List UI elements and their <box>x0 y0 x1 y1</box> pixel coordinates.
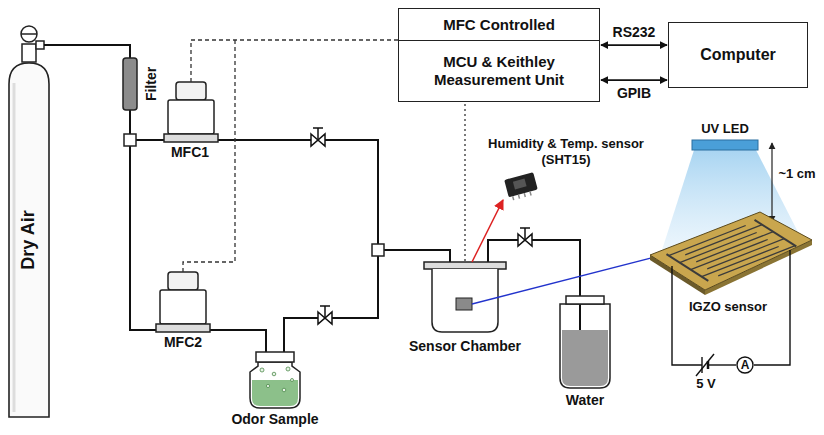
node-text: MCU & Keithley Measurement Unit <box>408 53 590 89</box>
node-text: A <box>741 359 750 371</box>
dimension-line <box>771 143 772 222</box>
filter-symbol <box>123 58 137 110</box>
electrode-bus <box>755 220 797 247</box>
ammeter-symbol: A <box>736 356 754 374</box>
electrode-finger <box>685 225 762 255</box>
callout-arrow <box>472 200 503 262</box>
part-label: Humidity & Temp. sensor (SHT15) <box>480 136 652 167</box>
tee-fitting <box>124 134 136 146</box>
part-label: Filter <box>143 67 160 101</box>
data-link-arrow <box>601 44 667 46</box>
link-label: GPIB <box>615 85 653 101</box>
measurement-box: MCU & Keithley Measurement Unit <box>398 40 600 102</box>
sensor-wire <box>464 104 465 262</box>
uv-led <box>692 140 758 150</box>
electrode-finger <box>702 247 779 277</box>
water-bottle <box>560 296 610 388</box>
part-label: Odor Sample <box>231 411 318 428</box>
part-label: MFC2 <box>164 334 202 351</box>
computer-box: Computer <box>668 22 808 88</box>
data-link-arrow <box>601 79 667 81</box>
sensor-chamber <box>424 262 506 332</box>
node-text: Dry Air <box>18 210 40 269</box>
part-label: UV LED <box>701 121 749 137</box>
gas-cylinder: Dry Air <box>8 62 50 418</box>
electrode-finger <box>691 240 768 270</box>
mass-flow-controller <box>164 82 218 142</box>
electrode-finger <box>669 226 746 256</box>
valve-symbol <box>311 128 532 324</box>
mass-flow-controller <box>156 272 210 332</box>
cylinder-valve <box>21 26 44 62</box>
node-text: MFC Controlled <box>443 16 555 34</box>
bias-circuit <box>672 250 790 376</box>
odor-bottle <box>250 352 300 408</box>
voltage-label: 5 V <box>696 376 716 392</box>
electrode-bus <box>667 254 709 281</box>
part-label: MFC1 <box>171 144 209 161</box>
electrode-finger <box>707 239 784 269</box>
link-label: RS232 <box>611 24 658 40</box>
controller-box: MFC Controlled <box>398 8 600 42</box>
part-label: IGZO sensor <box>689 299 767 315</box>
control-wires <box>183 40 398 272</box>
dimension-label: ~1 cm <box>778 166 815 182</box>
humidity-sensor-chip <box>504 172 539 201</box>
igzo-sensor-chip <box>650 212 812 295</box>
tee-fitting <box>372 244 384 256</box>
electrode-finger <box>718 246 795 276</box>
electrode-finger <box>680 233 757 263</box>
node-text: Computer <box>700 45 776 64</box>
electrode-finger <box>696 232 773 262</box>
part-label: Sensor Chamber <box>409 338 521 355</box>
part-label: Water <box>566 392 604 409</box>
